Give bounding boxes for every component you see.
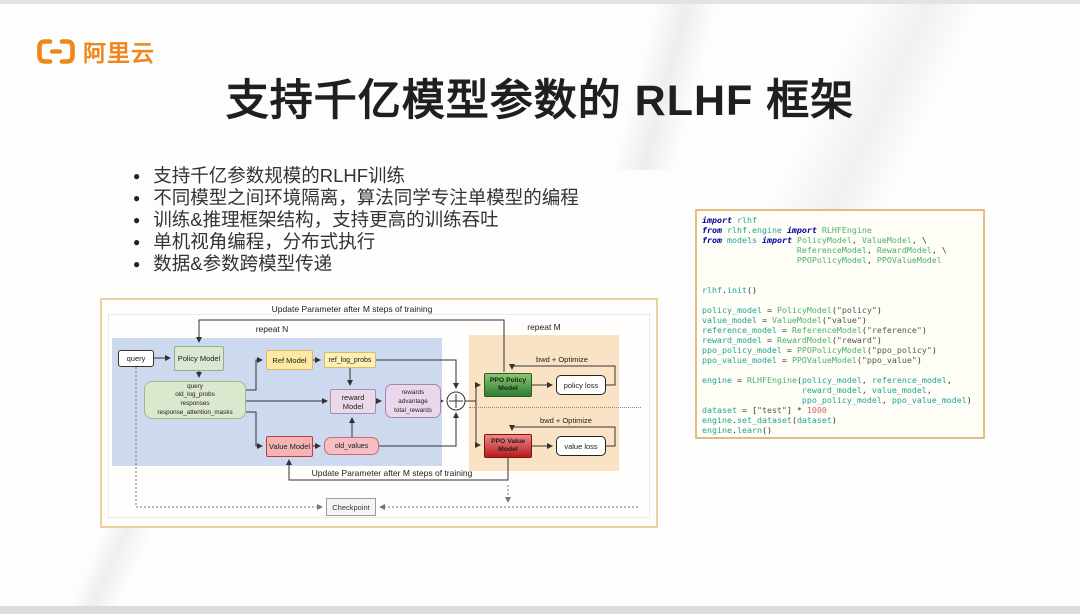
slide-title: 支持千亿模型参数的 RLHF 框架	[225, 77, 855, 125]
bullet-list: ● 支持千亿参数规模的RLHF训练 ● 不同模型之间环境隔离，算法同学专注单模型的编程…	[133, 165, 579, 275]
value-model-box: Value Model	[266, 436, 313, 457]
box-line: total_rewards	[394, 406, 432, 414]
bullet-dot-icon: ●	[133, 169, 141, 183]
ref-log-probs-box: ref_log_probs	[324, 352, 376, 368]
bullet-text: 单机视角编程，分布式执行	[153, 231, 376, 252]
bottom-edge-bar	[0, 606, 1080, 614]
repeat-m-label: repeat M	[527, 322, 561, 332]
code-line: PPOPolicyModel, PPOValueModel	[796, 255, 942, 265]
bullet-dot-icon: ●	[133, 213, 141, 227]
bullet-item: ● 支持千亿参数规模的RLHF训练	[133, 165, 579, 187]
bwd-optimize-top-label: bwd + Optimize	[536, 355, 588, 364]
policy-model-box: Policy Model	[174, 346, 224, 371]
code-line	[702, 295, 978, 305]
code-line	[702, 365, 978, 375]
bullet-item: ● 单机视角编程，分布式执行	[133, 231, 579, 253]
code-line: ppo_policy_model, ppo_value_model)	[801, 395, 972, 405]
bwd-optimize-bottom-label: bwd + Optimize	[540, 416, 592, 425]
bullet-text: 支持千亿参数规模的RLHF训练	[153, 165, 406, 186]
code-line: reference_model = ReferenceModel("refere…	[702, 325, 927, 335]
bullet-item: ● 不同模型之间环境隔离，算法同学专注单模型的编程	[133, 187, 579, 209]
box-line: old_log_probs	[175, 391, 215, 399]
bullet-text: 数据&参数跨模型传递	[153, 253, 333, 274]
update-parameter-bottom-note: Update Parameter after M steps of traini…	[311, 468, 473, 478]
bullet-dot-icon: ●	[133, 257, 141, 271]
code-line: policy_model = PolicyModel("policy")	[702, 305, 882, 315]
query-box: query	[118, 350, 154, 367]
bullet-dot-icon: ●	[133, 191, 141, 205]
top-edge-bar	[0, 0, 1080, 4]
code-line: dataset = ["test"] * 1000	[702, 405, 827, 415]
code-line: from rlhf.engine import RLHFEngine	[702, 225, 872, 235]
code-line: engine.learn()	[702, 425, 772, 435]
code-line	[702, 265, 978, 275]
box-line: rewards	[401, 388, 425, 396]
policy-loss-box: policy loss	[556, 375, 606, 395]
box-line: response_attention_masks	[157, 408, 233, 416]
value-loss-box: value loss	[556, 436, 606, 456]
box-line: Model	[498, 385, 518, 392]
code-line: engine = RLHFEngine(policy_model, refere…	[702, 375, 952, 385]
box-line: Model	[498, 446, 518, 453]
code-line: reward_model = RewardModel("reward")	[702, 335, 882, 345]
code-line: value_model = ValueModel("value")	[702, 315, 867, 325]
box-line: advantage	[398, 397, 428, 405]
code-line: reward_model, value_model,	[801, 385, 932, 395]
brand-name: 阿里云	[83, 40, 155, 66]
bullet-item: ● 数据&参数跨模型传递	[133, 253, 579, 275]
checkpoint-box: Checkpoint	[326, 498, 376, 516]
box-line: PPO Policy	[489, 376, 527, 384]
repeat-m-divider	[469, 407, 641, 408]
code-line: import rlhf	[702, 215, 757, 225]
bullet-text: 不同模型之间环境隔离，算法同学专注单模型的编程	[153, 187, 579, 208]
code-line	[702, 275, 978, 285]
code-line: ppo_value_model = PPOValueModel("ppo_val…	[702, 355, 922, 365]
ref-model-box: Ref Model	[266, 350, 313, 370]
box-line: responses	[180, 400, 210, 407]
bullet-item: ● 训练&推理框架结构，支持更高的训练吞吐	[133, 209, 579, 231]
reward-model-box: reward Model	[330, 389, 376, 414]
code-line: engine.set_dataset(dataset)	[702, 415, 837, 425]
diagram-inner-frame	[108, 314, 650, 518]
box-line: query	[187, 382, 203, 390]
bullet-text: 训练&推理框架结构，支持更高的训练吞吐	[153, 209, 499, 230]
code-line: from models import PolicyModel, ValueMod…	[702, 235, 927, 245]
code-line: rlhf.init()	[702, 285, 757, 295]
alibaba-cloud-logo: 阿里云	[36, 34, 155, 68]
old-values-box: old_values	[324, 437, 379, 455]
code-line: ReferenceModel, RewardModel, \	[796, 245, 947, 255]
box-line: PPO Value	[490, 437, 525, 445]
code-line: ppo_policy_model = PPOPolicyModel("ppo_p…	[702, 345, 937, 355]
repeat-n-label: repeat N	[255, 324, 289, 334]
update-parameter-top-note: Update Parameter after M steps of traini…	[271, 304, 433, 314]
alibaba-cloud-brackets-icon	[36, 38, 76, 65]
rlhf-architecture-diagram: Update Parameter after M steps of traini…	[100, 298, 658, 528]
bullet-dot-icon: ●	[133, 235, 141, 249]
